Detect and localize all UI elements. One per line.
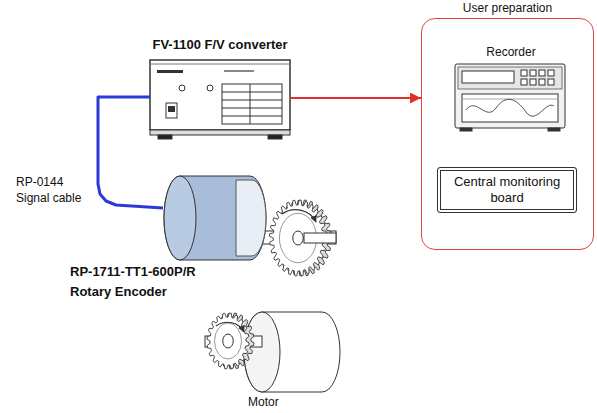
box-label: Central monitoring board [446, 174, 568, 206]
signal-arrow [290, 97, 421, 99]
converter-device [157, 70, 183, 73]
recorder-illustration [462, 71, 514, 83]
converter-device [150, 130, 290, 135]
user-region: User preparationRecorderCentral monitori… [421, 18, 594, 250]
device-name: FV-1100 F/V converter [152, 37, 287, 53]
recorder-illustration [548, 70, 554, 76]
part-name: Rotary Encoder [70, 284, 167, 300]
motor-illustration [244, 312, 340, 392]
monitoring-box: Central monitoring board [437, 167, 577, 213]
converter-device [222, 108, 282, 109]
recorder-device: Recorder [455, 45, 567, 133]
motor-device: Motor [240, 306, 340, 396]
converter-device: FV-1100 F/V converter [150, 37, 290, 137]
gear-illustration [207, 200, 336, 369]
converter-device [222, 100, 282, 101]
region-heading: User preparation [422, 1, 593, 15]
recorder-illustration [458, 67, 562, 89]
converter-device [222, 116, 282, 117]
cable-label: RP-0144 Signal cable [16, 174, 88, 206]
converter-device [207, 85, 213, 91]
converter-device [168, 106, 175, 112]
recorder-illustration [455, 64, 565, 131]
gear-ring [215, 323, 242, 359]
converter-device [222, 84, 282, 124]
converter-device [150, 60, 290, 139]
gear-hub [223, 334, 234, 348]
encoder-illustration [164, 176, 266, 260]
recorder-illustration [460, 128, 472, 131]
gear-face [207, 313, 249, 369]
recorder-illustration [530, 70, 536, 76]
gear-hub [293, 231, 304, 245]
converter-device [158, 135, 172, 139]
converter-device [268, 135, 282, 139]
converter-device [250, 84, 251, 124]
signal-cable [98, 97, 163, 208]
rotation-arrows [282, 210, 316, 222]
converter-device [222, 92, 282, 93]
recorder-illustration [548, 79, 554, 85]
recorder-illustration [548, 128, 560, 131]
converter-device [150, 64, 290, 65]
device-name: Recorder [455, 45, 567, 59]
rotation-arrows [216, 322, 244, 332]
recorder-illustration [455, 64, 565, 128]
recorder-illustration [530, 79, 536, 85]
encoder-illustration [236, 180, 266, 256]
recorder-illustration [521, 70, 527, 76]
recorder-illustration [466, 99, 554, 116]
recorder-illustration [521, 79, 527, 85]
encoder-illustration [164, 176, 196, 260]
part-name: RP-1711-TT1-600P/R [70, 264, 196, 280]
recorder-illustration [539, 79, 545, 85]
shaft [304, 233, 336, 243]
converter-device [150, 60, 290, 130]
part-name: Motor [248, 395, 279, 409]
converter-device [166, 103, 177, 118]
rotation-arrows [216, 210, 316, 332]
motor-illustration [205, 312, 340, 392]
recorder-illustration [539, 70, 545, 76]
converter-device [179, 85, 185, 91]
encoder-device: RP-1711-TT1-600P/RRotary Encoder [163, 174, 273, 262]
recorder-illustration [462, 94, 558, 122]
converter-device [224, 70, 254, 72]
